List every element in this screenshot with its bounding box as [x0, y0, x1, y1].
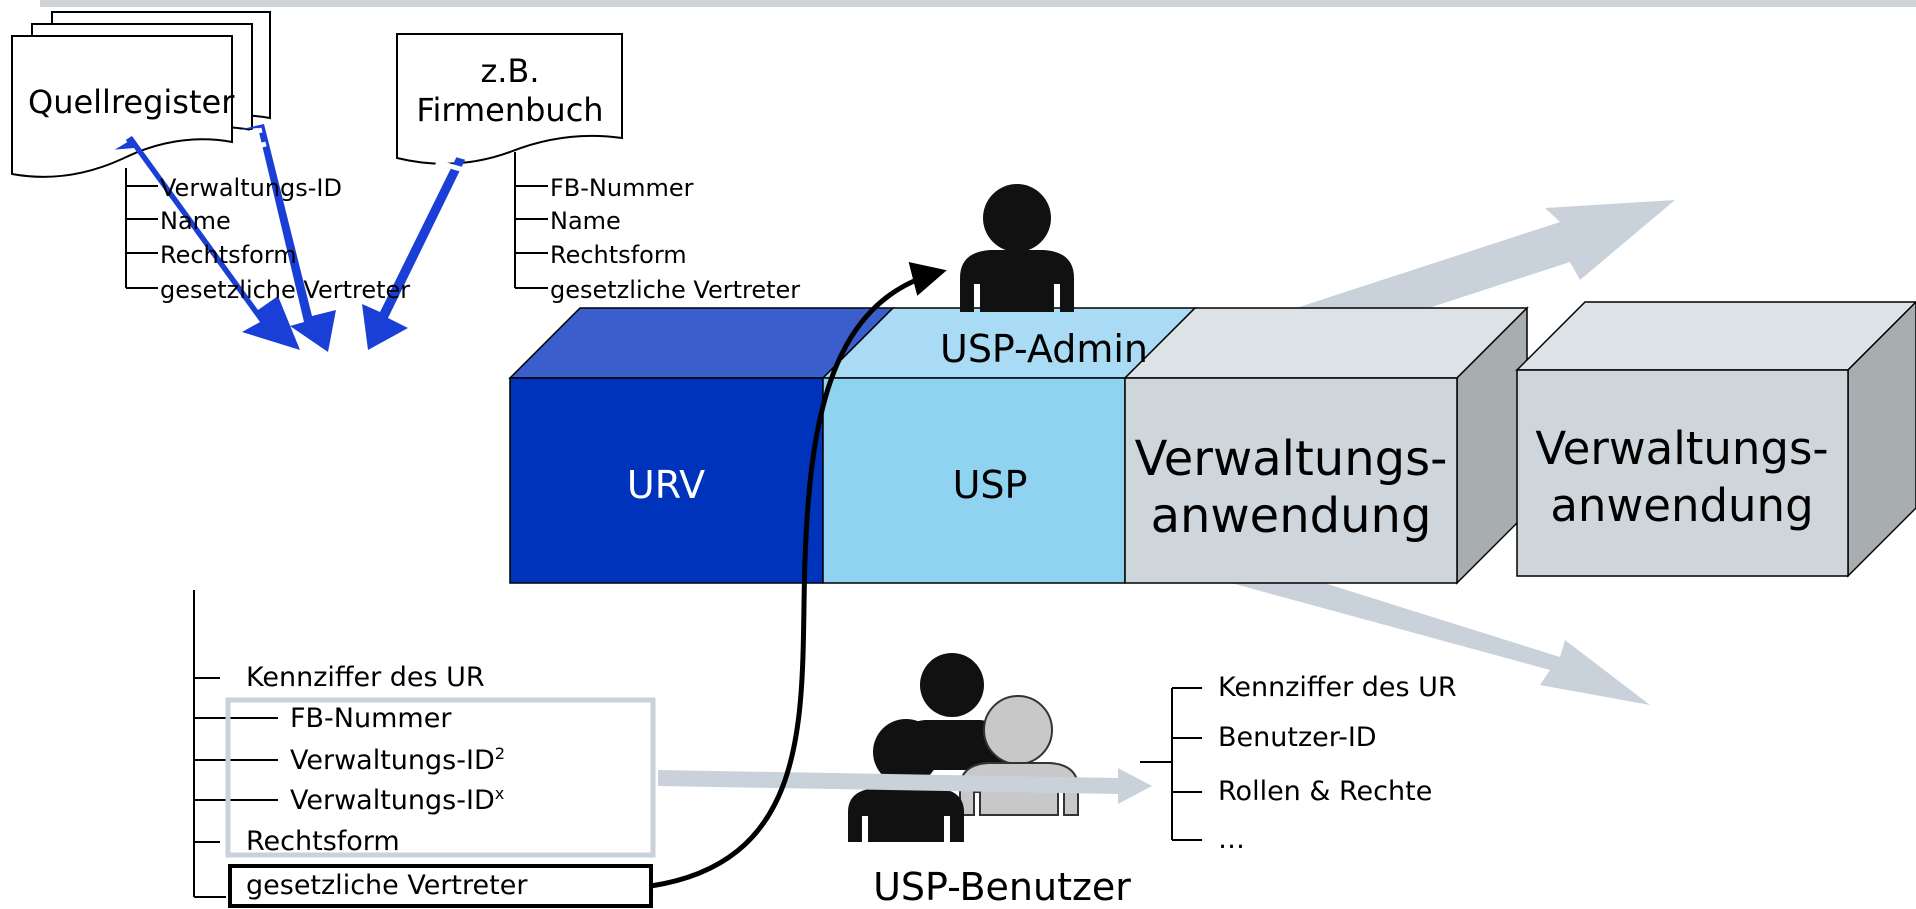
firmenbuch-label-line2: Firmenbuch [416, 91, 604, 129]
urv-block [508, 307, 895, 584]
benutzer-field: Kennziffer des UR [1218, 672, 1457, 703]
firmenbuch-field: gesetzliche Vertreter [550, 276, 801, 304]
urv-record-gesetzliche-vertreter: gesetzliche Vertreter [246, 870, 528, 901]
quellregister-field: Name [160, 207, 231, 235]
usp-admin-person-icon [960, 184, 1074, 312]
benutzer-field: Benutzer-ID [1218, 722, 1377, 753]
top-bar [40, 0, 1916, 7]
benutzer-field-tree [1140, 687, 1202, 841]
firmenbuch-document [396, 33, 623, 165]
usp-label: USP [952, 463, 1028, 507]
record-to-users-arrow [658, 768, 1152, 804]
quellregister-field: Verwaltungs-ID [160, 174, 342, 202]
urv-label: URV [626, 463, 706, 507]
usp-benutzer-label: USP-Benutzer [873, 865, 1131, 909]
quellregister-document [11, 11, 271, 178]
firmenbuch-label-line1: z.B. [480, 52, 540, 90]
usp-admin-label: USP-Admin [940, 327, 1148, 371]
urv-record-tree [193, 590, 278, 898]
app2-label-line1: Verwaltungs- [1535, 422, 1829, 475]
vertreter-to-admin-connector [650, 261, 947, 889]
firmenbuch-field: Rechtsform [550, 241, 687, 269]
urv-record-verwaltungs-id-x: Verwaltungs-IDx [290, 784, 505, 816]
urv-record-rechtsform: Rechtsform [246, 826, 400, 857]
app-block-2 [1515, 300, 1916, 578]
benutzer-field: … [1218, 824, 1245, 855]
firmenbuch-field-tree [514, 152, 548, 289]
app2-label-line2: anwendung [1550, 479, 1814, 532]
firmenbuch-field: Name [550, 207, 621, 235]
gesetzliche-vertreter-box [228, 864, 653, 908]
quellregister-label: Quellregister [28, 83, 235, 121]
quellregister-field: gesetzliche Vertreter [160, 276, 411, 304]
usp-benutzer-group-icon [848, 653, 1079, 842]
firmenbuch-field: FB-Nummer [550, 174, 694, 202]
urv-record-verwaltungs-id-2: Verwaltungs-ID2 [290, 744, 506, 776]
verwaltungs-id-group-box [225, 697, 656, 858]
quellregister-field: Rechtsform [160, 241, 297, 269]
urv-record-kennziffer: Kennziffer des UR [246, 662, 485, 693]
app1-label-line2: anwendung [1150, 488, 1432, 544]
blue-import-arrows [96, 124, 469, 352]
urv-record-fb-nummer: FB-Nummer [290, 703, 452, 734]
app1-label-line1: Verwaltungs- [1134, 431, 1448, 487]
benutzer-field: Rollen & Rechte [1218, 776, 1433, 807]
app-block-1 [1123, 306, 1529, 585]
quellregister-field-tree [125, 168, 158, 289]
